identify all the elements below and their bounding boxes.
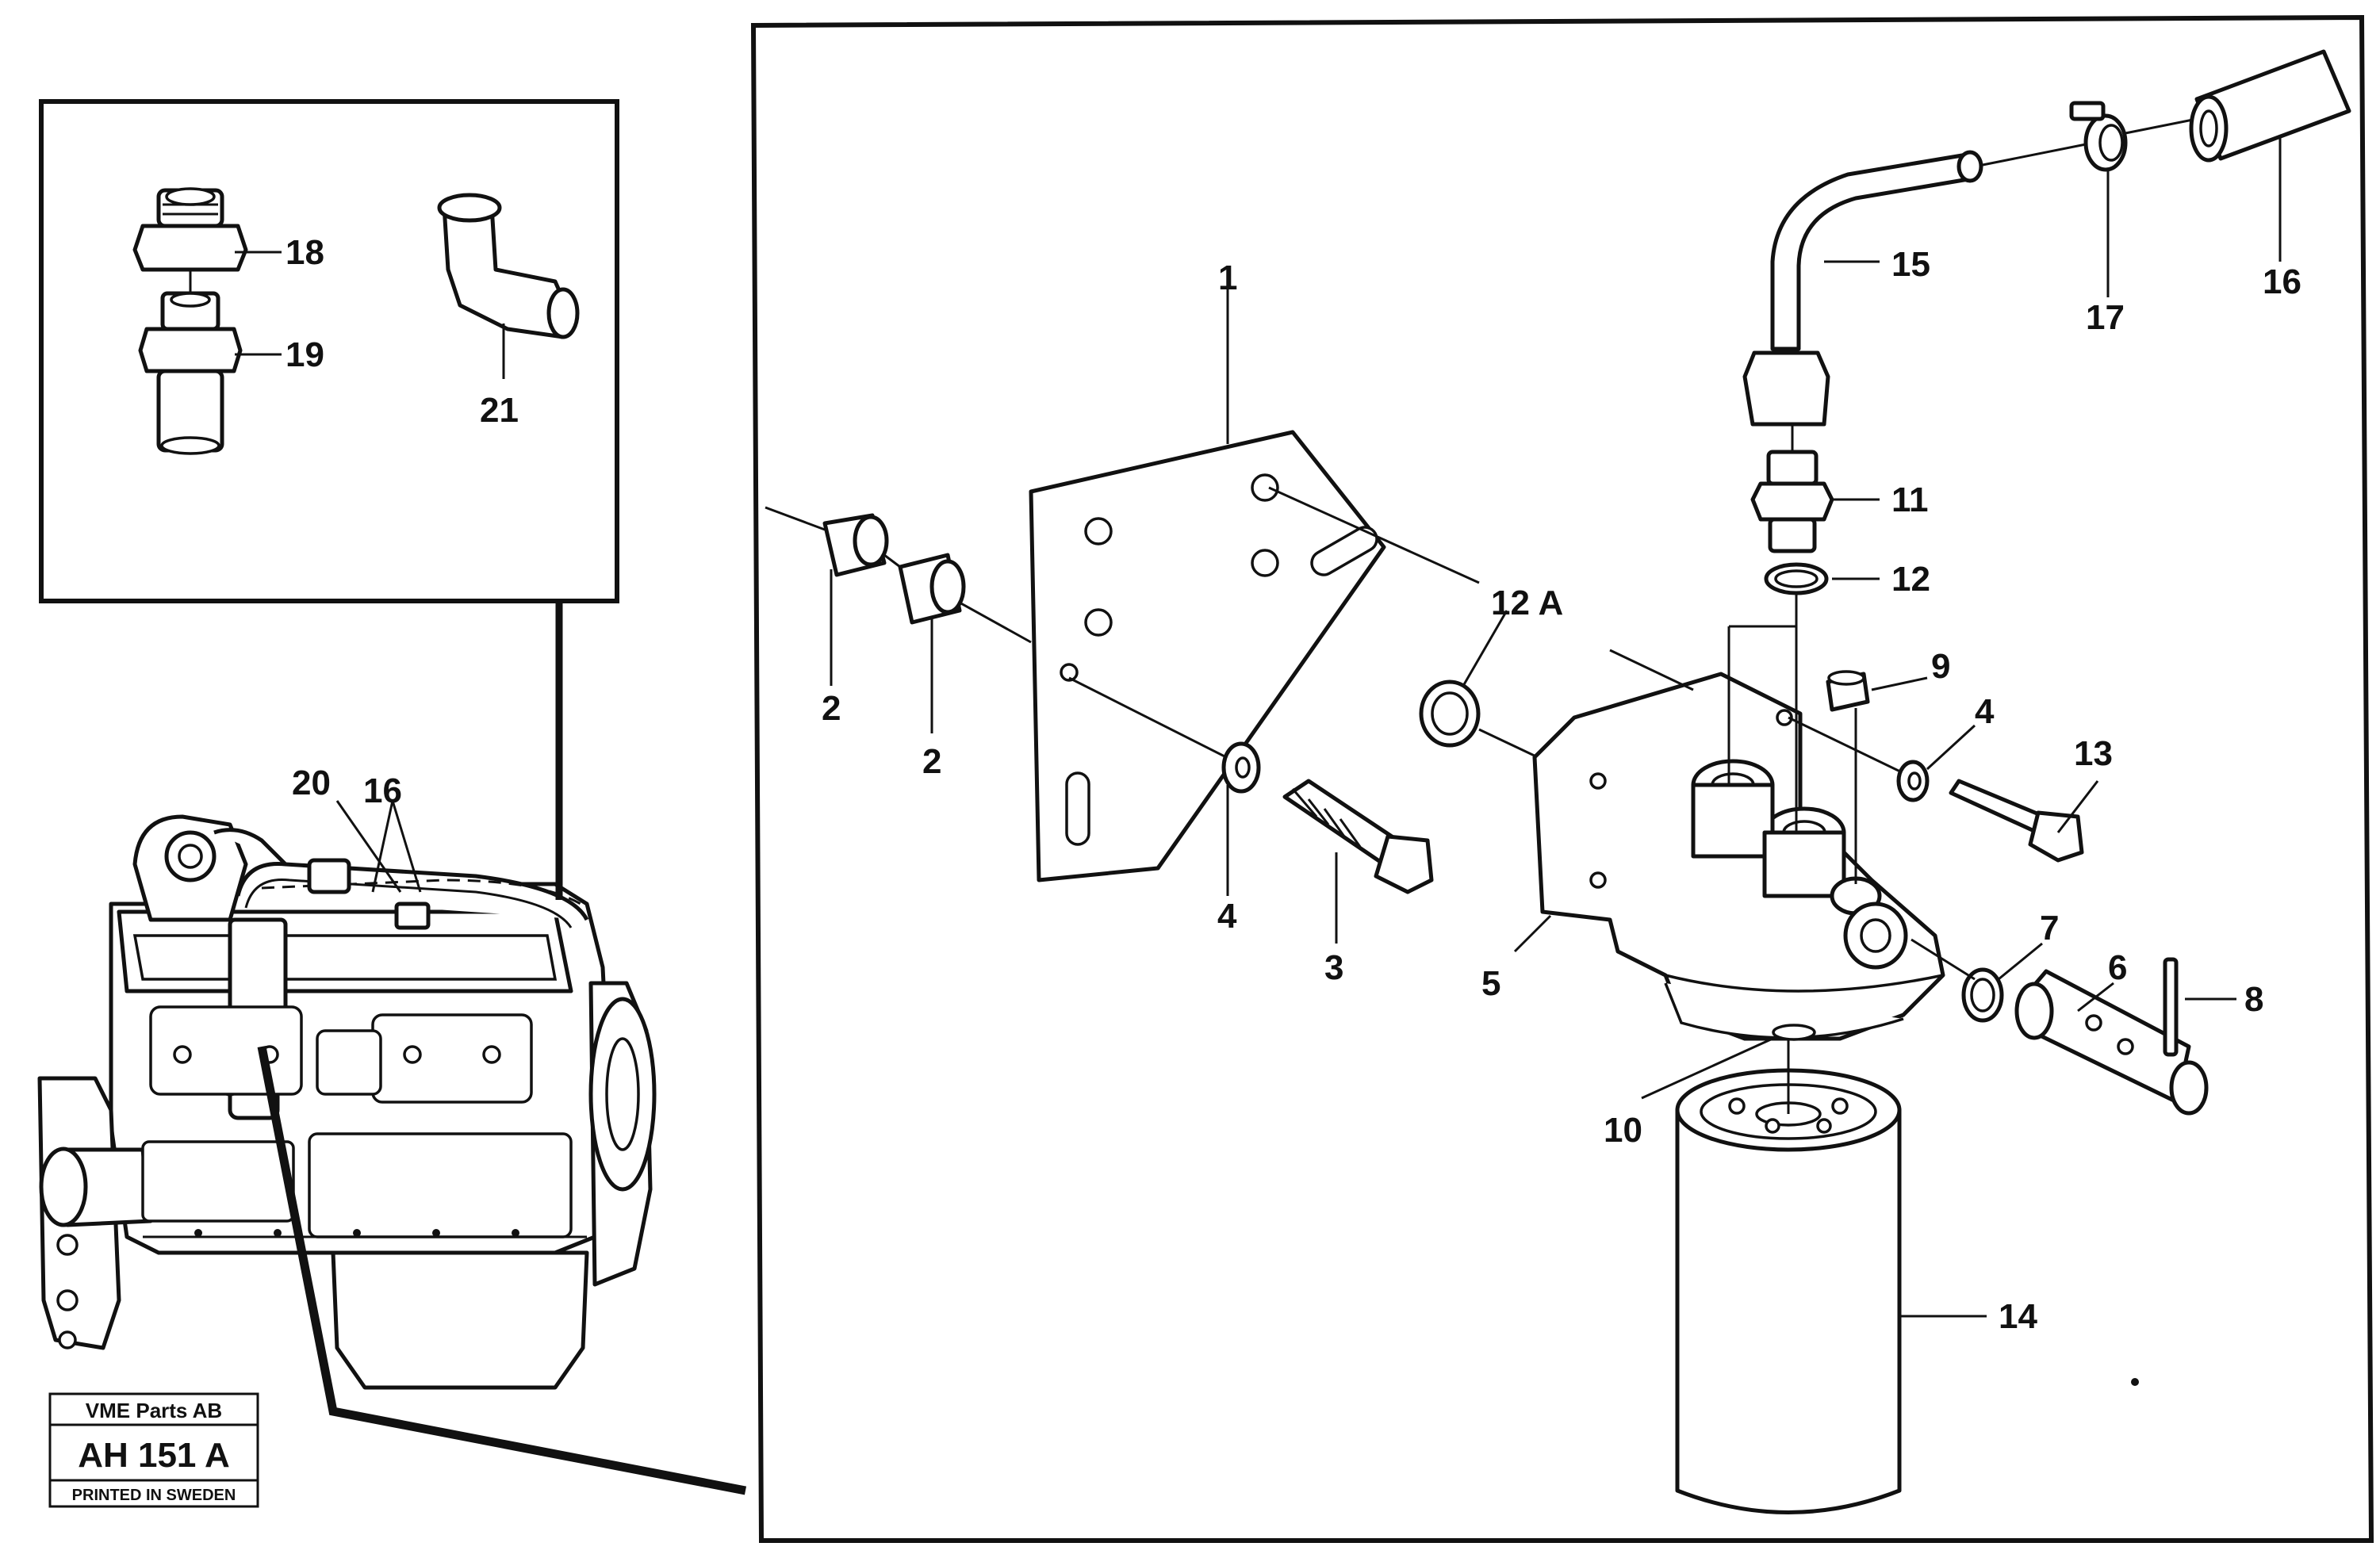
- main-frame: [750, 14, 2374, 1543]
- badge-printed: PRINTED IN SWEDEN: [72, 1487, 236, 1504]
- callout-4-left: 4: [1217, 897, 1237, 936]
- callout-14: 14: [1999, 1297, 2037, 1336]
- callout-9: 9: [1931, 647, 1950, 686]
- badge-company: VME Parts AB: [86, 1399, 222, 1422]
- callout-18: 18: [286, 233, 324, 272]
- part-3-bolt: [1282, 779, 1434, 894]
- callout-4-right: 4: [1975, 692, 1995, 731]
- badge-code: AH 151 A: [78, 1436, 230, 1475]
- part-9-screw: [1826, 670, 1870, 712]
- part-4-washer-b: [1896, 760, 1930, 802]
- callout-21: 21: [480, 391, 519, 430]
- callout-19: 19: [286, 335, 324, 374]
- part-16-hose: [2189, 49, 2351, 163]
- callout-5: 5: [1481, 964, 1500, 1003]
- callout-17: 17: [2086, 298, 2125, 337]
- part-15-pipe: [1742, 150, 1983, 427]
- part-12-o-ring: [1764, 562, 1829, 595]
- callout-7: 7: [2040, 909, 2059, 947]
- part-1-bracket: [1029, 430, 1386, 882]
- callout-15: 15: [1891, 245, 1930, 284]
- part-2-spacer-b: [898, 553, 966, 625]
- part-19-adapter: [138, 291, 243, 455]
- part-7-o-ring: [1961, 967, 2004, 1023]
- callout-10: 10: [1604, 1111, 1642, 1150]
- part-11-nipple: [1750, 450, 1834, 553]
- callout-12: 12: [1891, 560, 1930, 599]
- callout-6: 6: [2108, 948, 2127, 987]
- leader-engine-to-main: [257, 1045, 747, 1495]
- callout-11: 11: [1891, 480, 1929, 519]
- engine-overview: [37, 814, 657, 1390]
- part-21-elbow: [437, 193, 580, 339]
- callout-1: 1: [1218, 258, 1237, 297]
- callout-13: 13: [2074, 734, 2113, 773]
- callout-12A: 12 A: [1491, 584, 1563, 622]
- part-6-valve-piston: [2014, 969, 2209, 1116]
- part-17-clamp: [2069, 101, 2128, 172]
- part-13-bolt: [1949, 779, 2084, 863]
- callout-8: 8: [2244, 980, 2263, 1019]
- vme-badge: VME Parts AB AH 151 A PRINTED IN SWEDEN: [48, 1392, 259, 1508]
- callout-2-right: 2: [922, 742, 941, 781]
- part-2-spacer-a: [822, 513, 889, 577]
- callout-16: 16: [2263, 262, 2301, 301]
- part-12A-gasket: [1419, 679, 1481, 748]
- callout-2-left: 2: [822, 689, 841, 728]
- callout-20: 20: [292, 764, 331, 802]
- part-10-seal: [1772, 1024, 1816, 1041]
- inset-box: [39, 99, 619, 603]
- part-8-pin: [2163, 957, 2179, 1057]
- callout-16-engine: 16: [363, 771, 402, 810]
- part-14-oil-filter: [1675, 1068, 1902, 1514]
- part-18-nipple: [132, 187, 248, 272]
- part-4-washer-a: [1221, 741, 1261, 794]
- part-5-filter-head: [1532, 672, 1945, 1041]
- callout-3: 3: [1324, 948, 1343, 987]
